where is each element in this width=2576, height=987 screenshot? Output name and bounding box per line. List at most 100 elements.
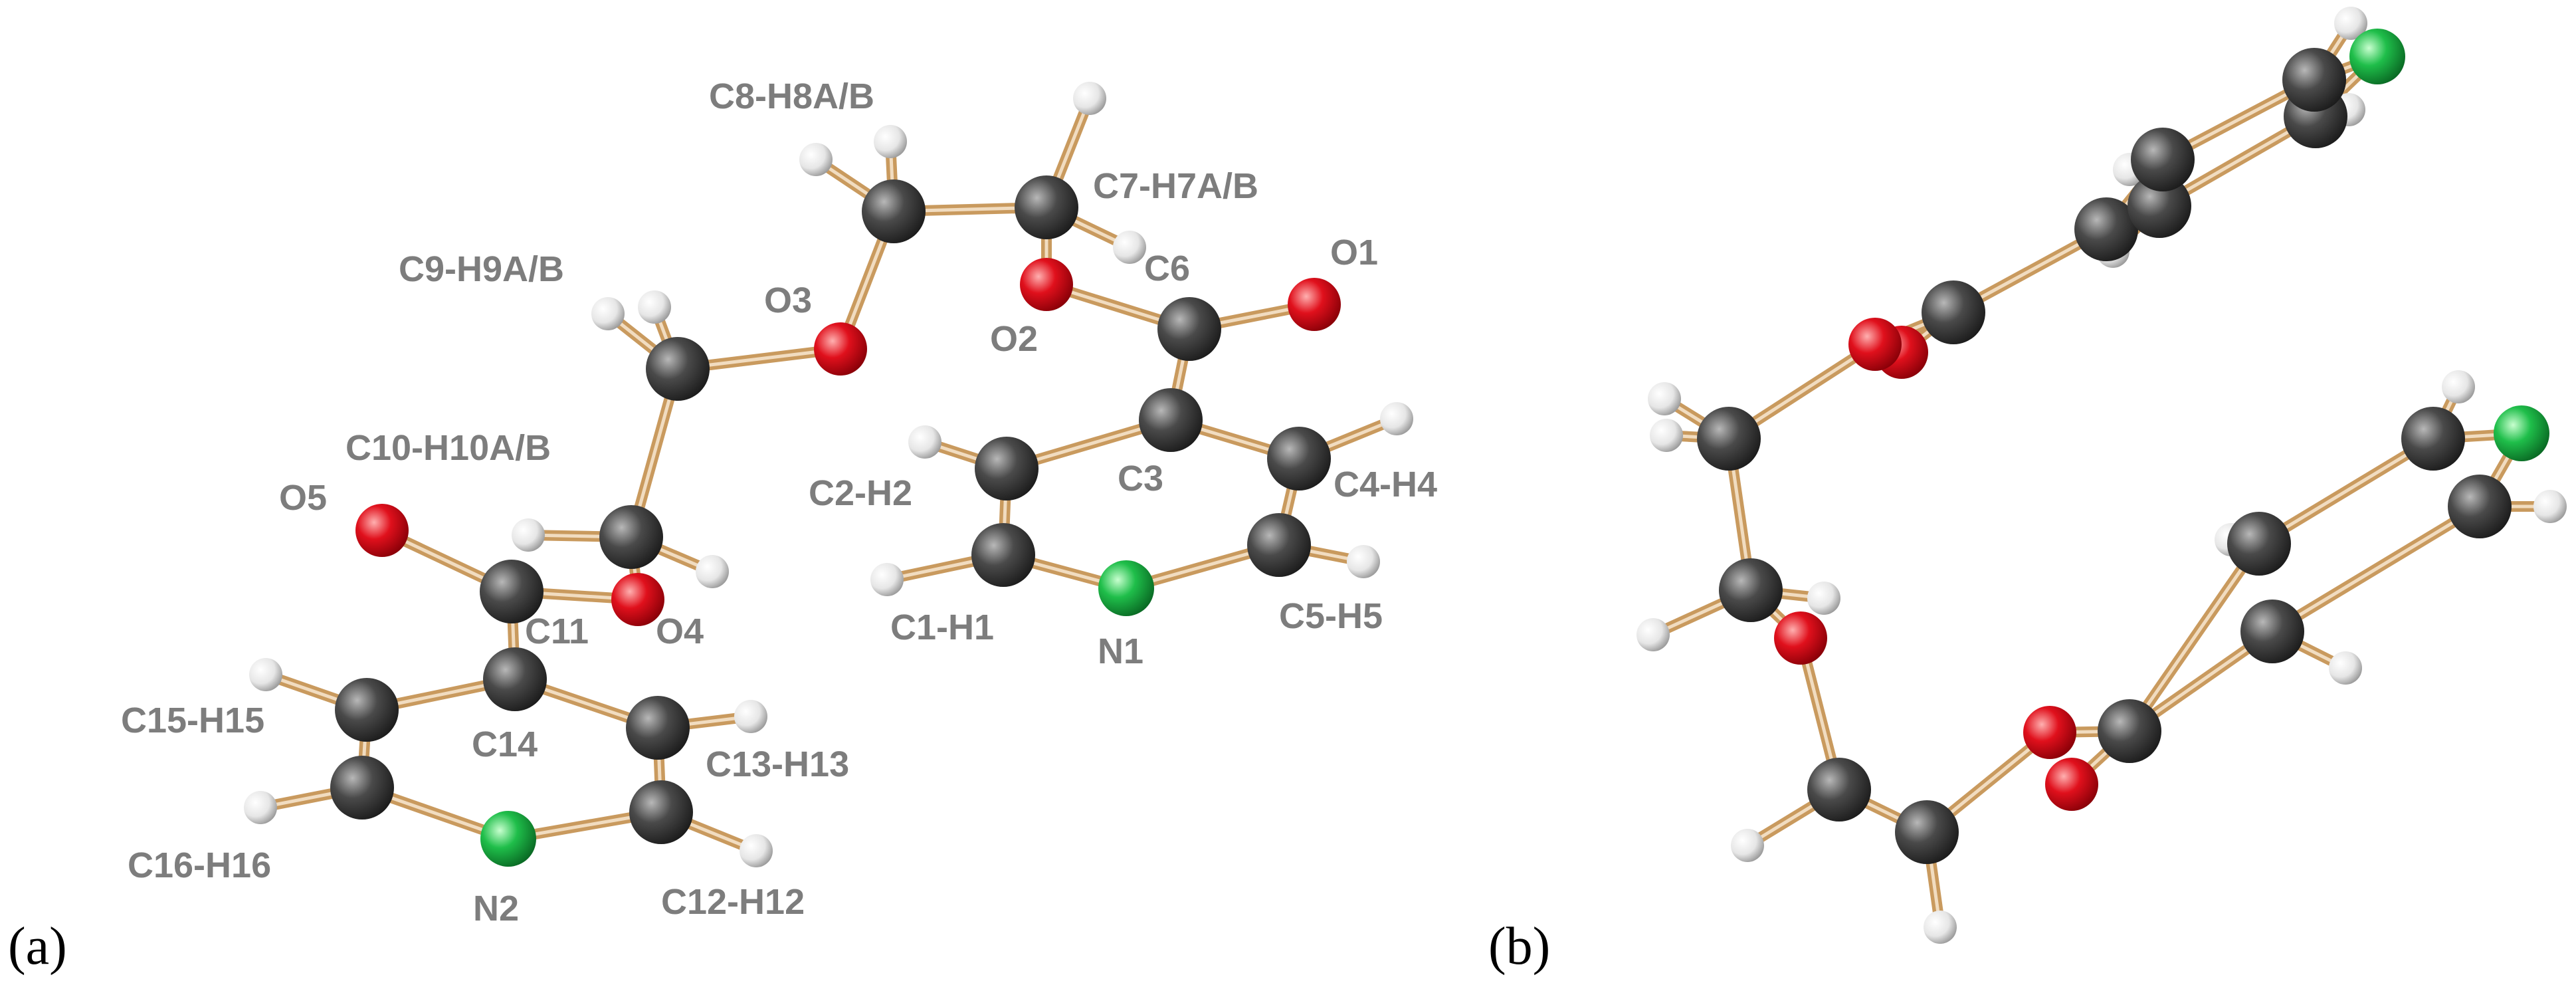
a-atom-h2 <box>908 425 941 459</box>
a-atom-c2 <box>975 437 1039 500</box>
label-c16-h16: C16-H16 <box>128 845 271 885</box>
a-atom-c14 <box>483 647 547 711</box>
b-atom-cm4 <box>1895 800 1959 864</box>
b-atom-cb5 <box>2448 475 2512 538</box>
a-atom-h12 <box>740 834 773 867</box>
label-c15-h15: C15-H15 <box>121 701 264 740</box>
label-n1: N1 <box>1098 631 1143 671</box>
b-atom-ht1 <box>2334 7 2367 40</box>
label-c7-h7ab: C7-H7A/B <box>1093 166 1258 206</box>
a-atom-c4 <box>1267 427 1331 491</box>
panel-b-label: (b) <box>1488 917 1550 976</box>
label-c1-h1: C1-H1 <box>890 607 994 647</box>
a-atom-h8a <box>799 143 833 176</box>
b-atom-ob2 <box>2045 758 2098 811</box>
label-o5: O5 <box>279 478 327 518</box>
label-c5-h5: C5-H5 <box>1279 596 1383 636</box>
a-atom-h5 <box>1347 545 1380 578</box>
b-atom-cm1 <box>1697 407 1761 471</box>
b-atom-cm3 <box>1807 758 1871 822</box>
b-atom-ob1 <box>2023 706 2076 759</box>
label-c8-h8ab: C8-H8A/B <box>709 76 874 116</box>
label-c14: C14 <box>472 724 538 764</box>
b-atom-hb4 <box>2533 490 2567 523</box>
a-atom-h9b <box>638 290 671 324</box>
a-atom-c10 <box>599 505 663 569</box>
b-atom-cm2 <box>1719 558 1783 622</box>
b-atom-ct4 <box>2128 174 2191 238</box>
a-atom-h15 <box>249 658 282 691</box>
a-atom-h13 <box>734 700 767 733</box>
a-atom-o5 <box>355 504 409 557</box>
a-atom-c11 <box>480 560 544 623</box>
a-atom-h8b <box>874 125 907 158</box>
b-atom-ot1 <box>1848 318 1902 371</box>
a-atom-o2 <box>1020 258 1073 311</box>
a-atom-c6 <box>1157 297 1221 361</box>
panel-a-atoms <box>244 82 1413 867</box>
a-atom-c7 <box>1015 175 1078 239</box>
label-c9-h9ab: C9-H9A/B <box>399 249 564 289</box>
b-atom-hm2 <box>1650 419 1683 452</box>
a-atom-c9 <box>646 337 710 401</box>
panel-b-bonds <box>1648 18 2555 932</box>
panel-a-molecule: C8-H8A/B C7-H7A/B C9-H9A/B O3 C6 O1 O2 C… <box>8 76 1437 976</box>
b-bond-highlight <box>2257 437 2435 546</box>
a-atom-c5 <box>1247 513 1311 577</box>
b-atom-cb4 <box>2401 407 2465 471</box>
b-atom-hm1 <box>1648 382 1681 415</box>
b-atom-hb1 <box>2329 651 2362 685</box>
b-atom-ct5 <box>2074 197 2138 261</box>
b-atom-om <box>1774 611 1827 665</box>
a-atom-c8 <box>862 179 926 243</box>
label-c6: C6 <box>1144 249 1190 288</box>
b-bond-highlight <box>2128 542 2261 733</box>
a-atom-h7b <box>1113 231 1146 264</box>
panel-a-label: (a) <box>8 917 67 976</box>
label-c13-h13: C13-H13 <box>706 744 849 784</box>
label-o2: O2 <box>990 319 1038 359</box>
b-atom-hm5 <box>1731 829 1764 862</box>
b-atom-cb3 <box>2227 512 2291 576</box>
b-atom-hm4 <box>1807 582 1840 615</box>
panel-b-molecule: (b) <box>1488 7 2567 976</box>
a-atom-n2 <box>480 811 536 867</box>
label-c4-h4: C4-H4 <box>1334 465 1437 504</box>
b-atom-ct6 <box>1922 280 1985 344</box>
b-atom-hm6 <box>1924 911 1957 944</box>
b-atom-nb <box>2494 405 2549 461</box>
a-atom-n1 <box>1098 560 1154 616</box>
label-o1: O1 <box>1330 233 1378 273</box>
a-atom-h10b <box>696 555 729 588</box>
b-atom-ct3 <box>2131 128 2195 191</box>
label-n2: N2 <box>473 889 519 929</box>
a-atom-o4 <box>611 573 664 626</box>
a-atom-h4 <box>1380 402 1413 435</box>
a-atom-h9a <box>591 297 625 330</box>
label-c3: C3 <box>1118 459 1163 498</box>
b-atom-hm3 <box>1636 618 1670 651</box>
a-atom-c1 <box>971 523 1035 587</box>
panel-a-atom-labels: C8-H8A/B C7-H7A/B C9-H9A/B O3 C6 O1 O2 C… <box>121 76 1437 929</box>
a-atom-c15 <box>335 678 399 742</box>
label-o3: O3 <box>764 280 812 320</box>
a-atom-h10a <box>512 518 545 552</box>
b-atom-cb2 <box>2240 600 2304 663</box>
label-o4: O4 <box>656 611 704 651</box>
a-atom-h1 <box>870 563 904 596</box>
label-c10-h10ab: C10-H10A/B <box>346 428 551 468</box>
label-c2-h2: C2-H2 <box>809 473 912 513</box>
label-c12-h12: C12-H12 <box>661 882 805 922</box>
b-atom-nt <box>2349 29 2405 84</box>
label-c11: C11 <box>525 611 589 651</box>
a-atom-c13 <box>626 696 690 760</box>
b-atom-cb1 <box>2098 699 2161 763</box>
a-atom-c12 <box>629 780 693 844</box>
a-atom-h16 <box>244 791 277 824</box>
a-atom-o1 <box>1288 278 1341 331</box>
b-atom-hb3 <box>2442 370 2475 403</box>
a-atom-c16 <box>330 756 394 820</box>
panel-b-atoms <box>1636 7 2567 944</box>
b-bond-highlight <box>2270 504 2482 633</box>
